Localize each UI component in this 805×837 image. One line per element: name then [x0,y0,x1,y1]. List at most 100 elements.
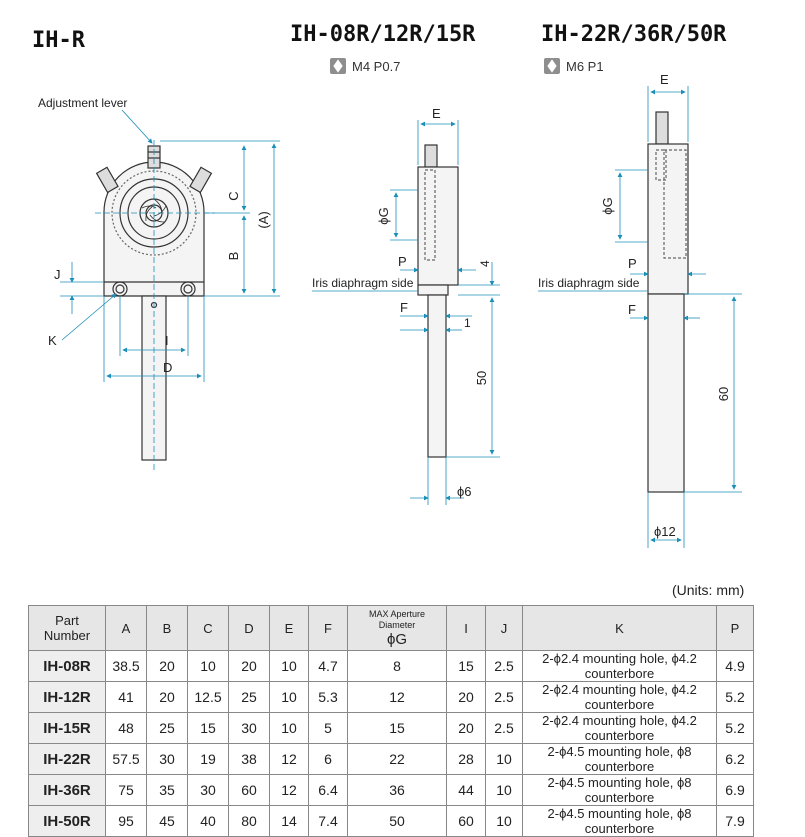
thread-label-small: M4 P0.7 [352,58,401,74]
table-cell: 5.2 [716,681,754,713]
label-e-large: E [660,72,669,87]
label-a: (A) [256,211,271,228]
label-f-small: F [400,300,408,315]
header-part-number: Part Number [28,605,106,651]
table-header-row: Part Number A B C D E F MAX Aperture Dia… [28,605,754,651]
table-cell: 19 [187,743,229,775]
part-number-cell: IH-50R [28,805,106,837]
table-cell: 15 [347,712,447,744]
table-cell: 6.9 [716,774,754,806]
label-p-small: P [398,254,407,269]
table-cell: 22 [347,743,447,775]
table-cell: 57.5 [105,743,147,775]
table-cell: 35 [146,774,188,806]
table-cell: 25 [228,681,270,713]
screw-thread-icon [330,58,346,74]
label-d: D [163,360,172,375]
table-cell: 6.4 [308,774,348,806]
part-number-cell: IH-22R [28,743,106,775]
header-f: F [308,605,348,651]
table-cell: 80 [228,805,270,837]
label-g-large: ϕG [600,197,615,214]
table-cell: 5.3 [308,681,348,713]
table-cell: 38 [228,743,270,775]
table-cell: 2-ϕ4.5 mounting hole, ϕ8 counterbore [522,805,717,837]
table-cell: 8 [347,650,447,682]
table-cell: 6.2 [716,743,754,775]
table-cell: 45 [146,805,188,837]
table-cell: 44 [446,774,486,806]
table-cell: 2.5 [485,650,523,682]
spec-table: Part Number A B C D E F MAX Aperture Dia… [28,605,754,837]
table-cell: 28 [446,743,486,775]
table-cell: 36 [347,774,447,806]
label-dim-50: 50 [474,371,489,385]
table-cell: 10 [269,681,309,713]
table-cell: 60 [446,805,486,837]
table-cell: 10 [187,650,229,682]
table-cell: 4.9 [716,650,754,682]
header-e: E [269,605,309,651]
table-cell: 95 [105,805,147,837]
label-phi6: ϕ6 [457,484,472,499]
table-cell: 12 [347,681,447,713]
part-number-cell: IH-36R [28,774,106,806]
table-cell: 5.2 [716,712,754,744]
header-d: D [228,605,270,651]
table-cell: 2.5 [485,681,523,713]
table-cell: 12 [269,743,309,775]
table-cell: 7.9 [716,805,754,837]
header-a: A [105,605,147,651]
table-cell: 30 [187,774,229,806]
label-j: J [54,267,61,282]
label-k: K [48,333,57,348]
screw-thread-icon [544,58,560,74]
table-cell: 5 [308,712,348,744]
table-cell: 20 [446,681,486,713]
label-phi12: ϕ12 [654,524,676,539]
label-iris-side-large: Iris diaphragm side [538,276,640,290]
table-cell: 4.7 [308,650,348,682]
part-number-cell: IH-15R [28,712,106,744]
label-g-small: ϕG [376,207,391,224]
side-view-small [417,144,459,458]
label-iris-side-small: Iris diaphragm side [312,276,414,290]
table-cell: 50 [347,805,447,837]
title-large-series: IH-22R/36R/50R [541,22,727,47]
header-i: I [446,605,486,651]
table-cell: 20 [146,650,188,682]
label-p-large: P [628,256,637,271]
table-cell: 10 [269,650,309,682]
table-cell: 2-ϕ2.4 mounting hole, ϕ4.2 counterbore [522,712,717,744]
table-cell: 30 [146,743,188,775]
table-cell: 12.5 [187,681,229,713]
table-cell: 15 [187,712,229,744]
label-c: C [226,191,241,200]
table-cell: 75 [105,774,147,806]
table-cell: 15 [446,650,486,682]
part-number-cell: IH-08R [28,650,106,682]
thread-label-large: M6 P1 [566,58,604,74]
table-cell: 6 [308,743,348,775]
header-c: C [187,605,229,651]
table-cell: 48 [105,712,147,744]
label-b: B [226,252,241,261]
table-cell: 12 [269,774,309,806]
table-cell: 2-ϕ4.5 mounting hole, ϕ8 counterbore [522,774,717,806]
units-label: (Units: mm) [672,582,745,598]
title-ih-r: IH-R [32,28,85,53]
header-p: P [716,605,754,651]
thread-spec-small: M4 P0.7 [330,58,400,74]
header-k: K [522,605,717,651]
table-cell: 20 [446,712,486,744]
technical-drawing: Adjustment lever C B (A) J K I D E ϕG P … [38,72,742,548]
header-g: ϕG [386,630,408,648]
table-cell: 40 [187,805,229,837]
label-dim-60: 60 [716,387,731,401]
label-e-small: E [432,106,441,121]
table-cell: 10 [485,743,523,775]
